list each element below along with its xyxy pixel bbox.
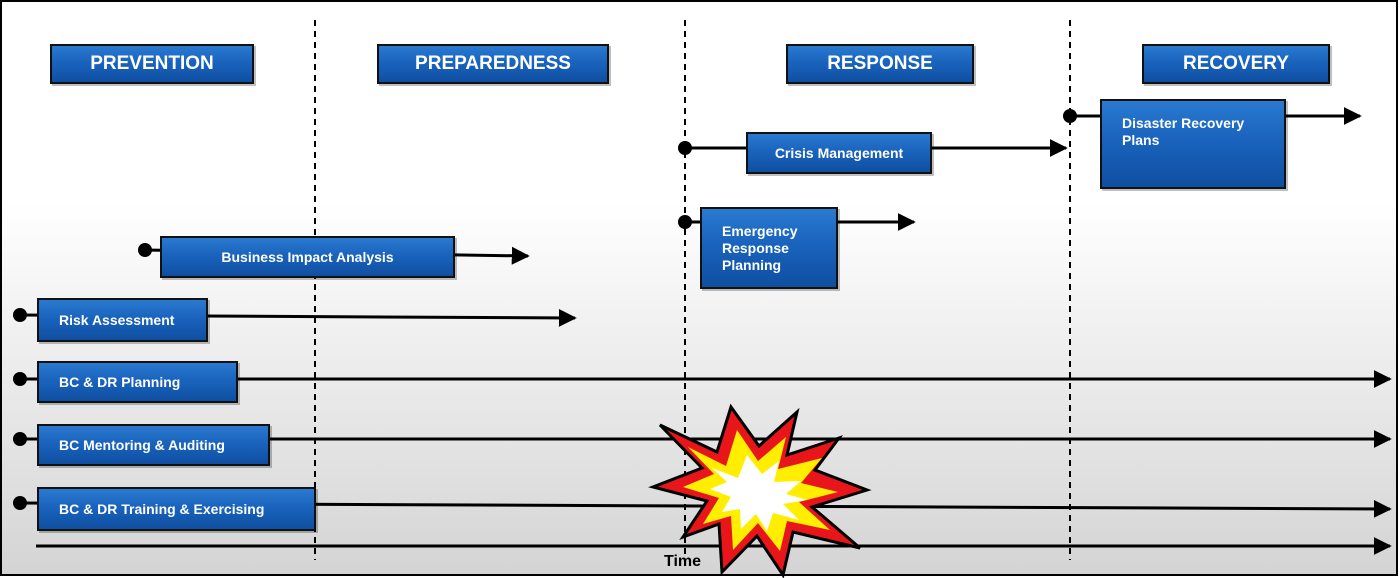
phase-recovery: RECOVERY: [1142, 44, 1330, 84]
task-bc-dr-training-exercising: BC & DR Training & Exercising: [37, 487, 316, 531]
timeline-bc-dr-planning: [13, 370, 1392, 388]
task-risk-assessment: Risk Assessment: [37, 298, 208, 342]
task-disaster-recovery-plans: Disaster Recovery Plans: [1100, 99, 1286, 189]
phase-prevention: PREVENTION: [50, 44, 254, 84]
task-business-impact-analysis: Business Impact Analysis: [160, 236, 455, 278]
phase-response: RESPONSE: [786, 44, 974, 84]
task-crisis-management: Crisis Management: [746, 132, 932, 174]
explosion-burst-icon: [648, 403, 872, 578]
task-bc-dr-planning: BC & DR Planning: [37, 361, 238, 403]
task-bc-mentoring-auditing: BC Mentoring & Auditing: [37, 424, 270, 466]
task-emergency-response-planning: Emergency Response Planning: [700, 207, 838, 289]
time-axis-label: Time: [664, 553, 702, 570]
phase-preparedness: PREPAREDNESS: [377, 44, 609, 84]
